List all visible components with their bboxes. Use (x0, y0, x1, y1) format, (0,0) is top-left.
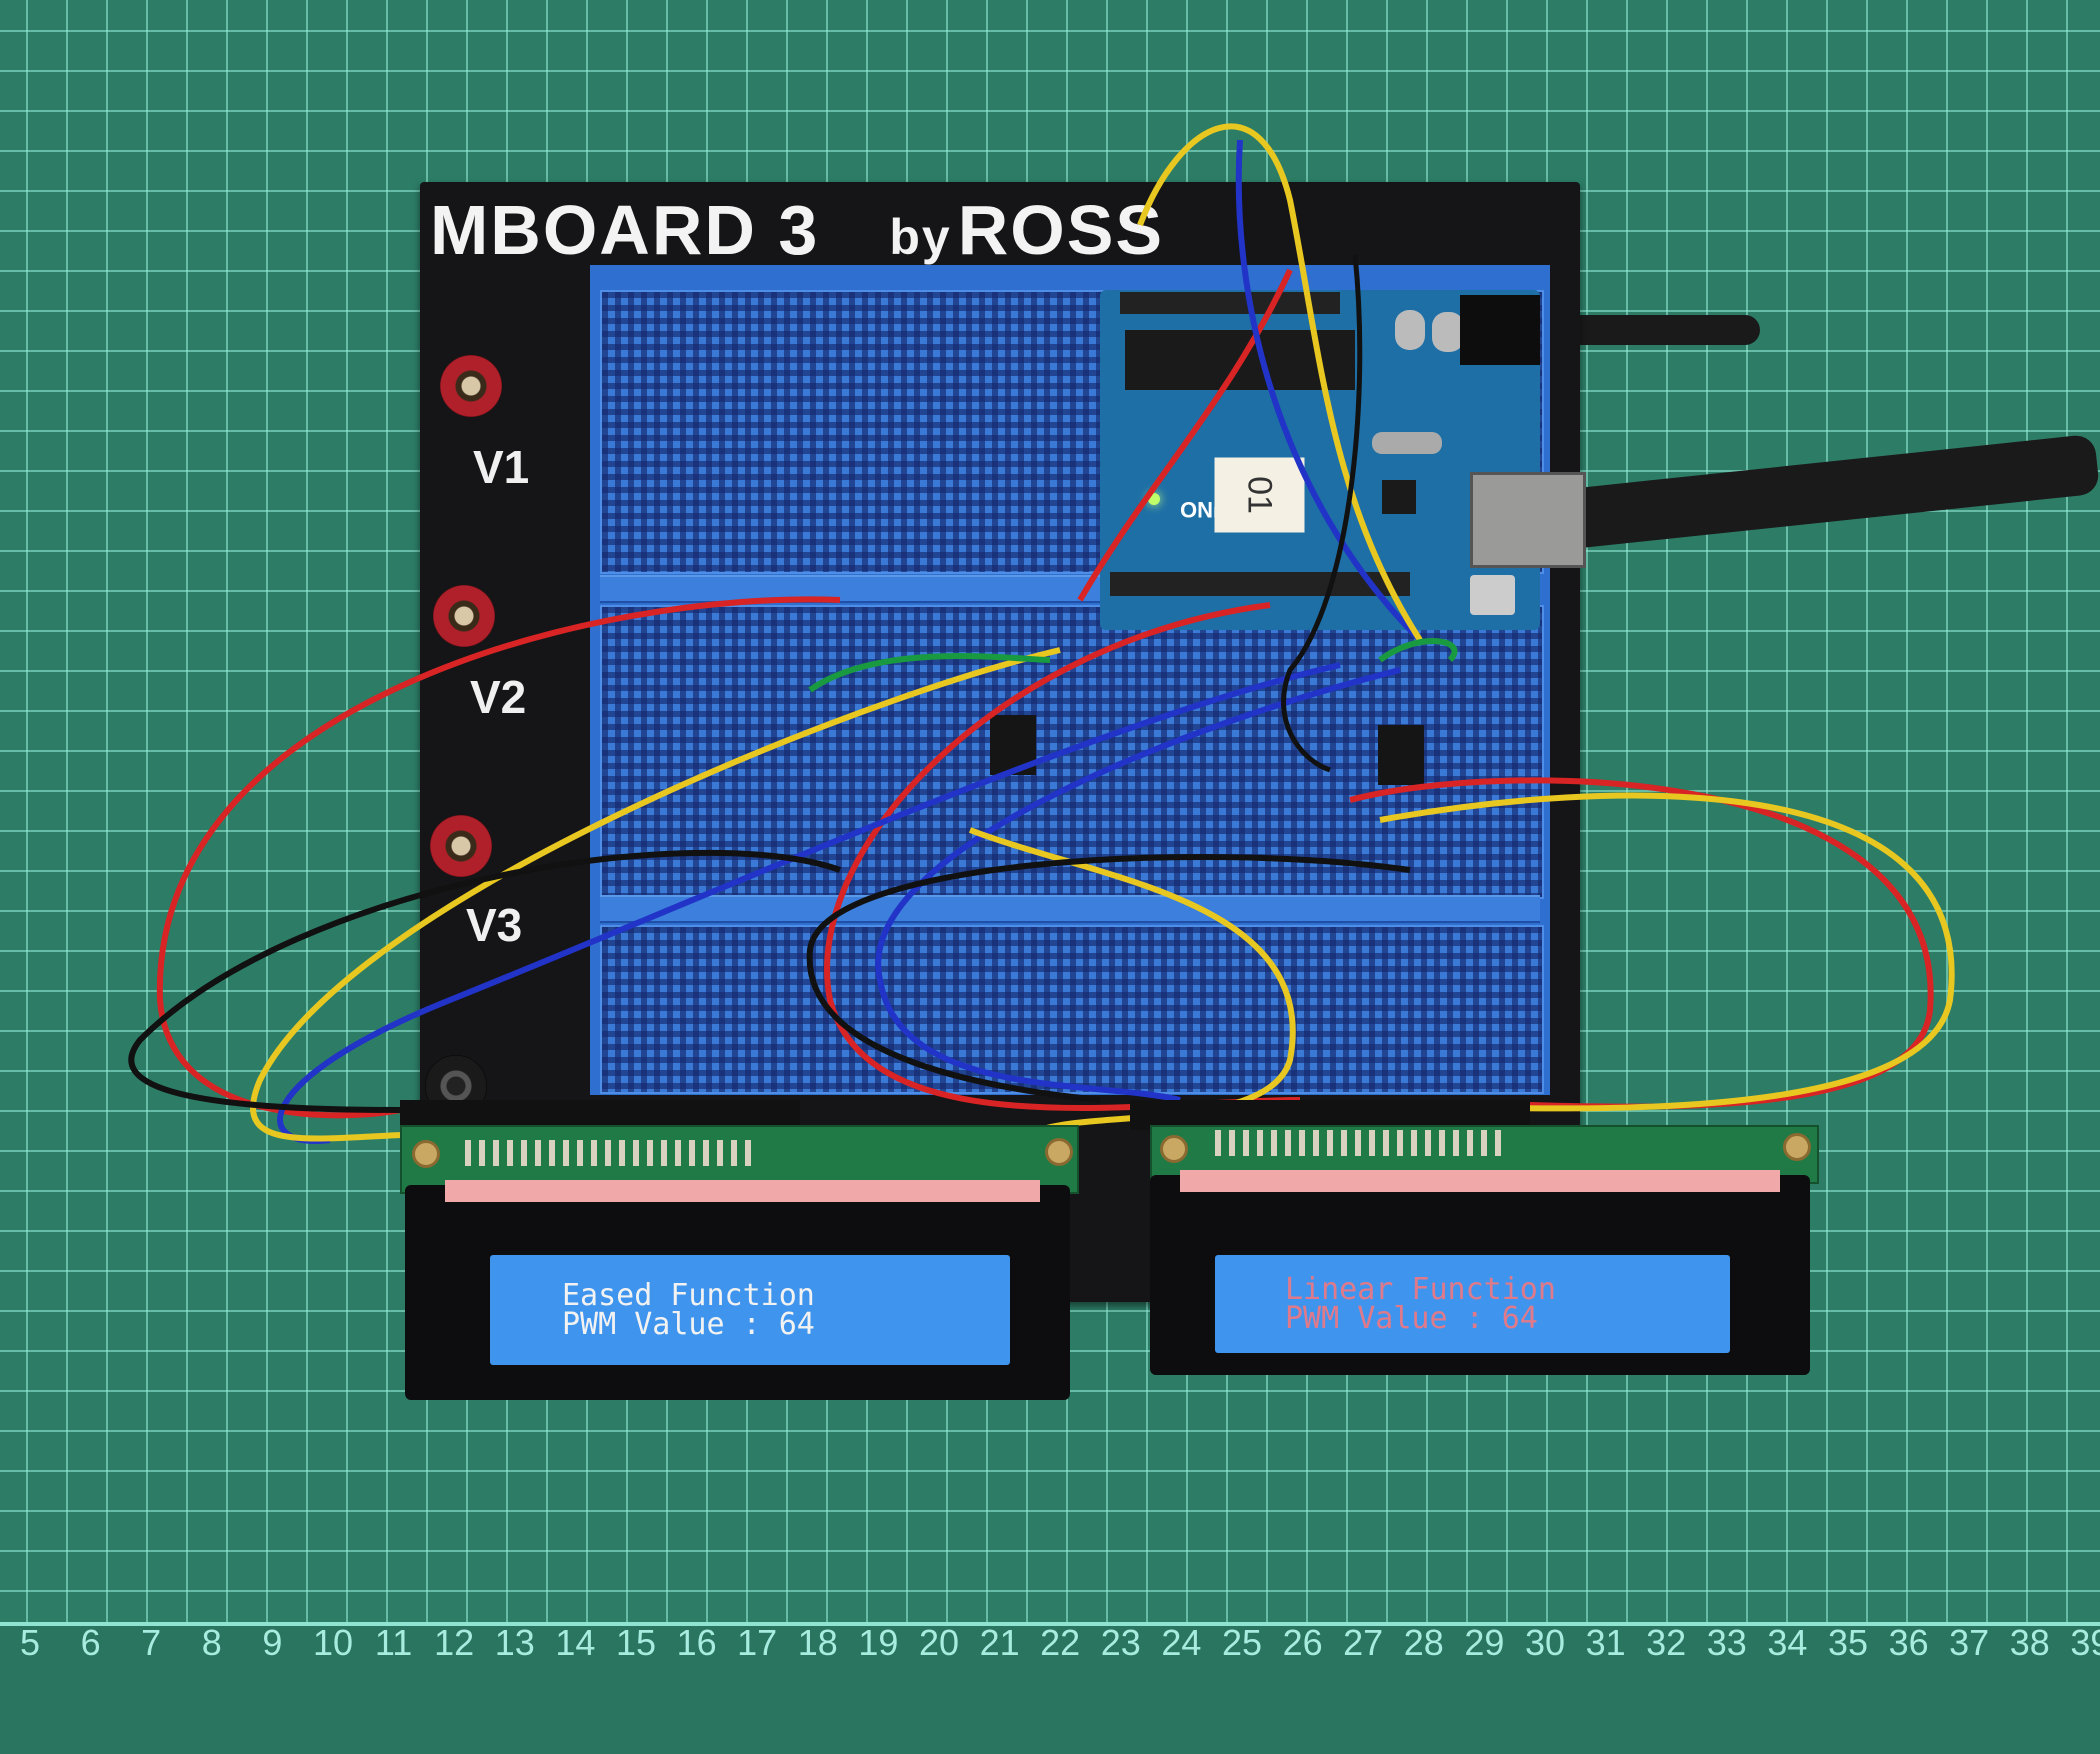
mount-hole (1045, 1138, 1073, 1166)
ruler-number: 12 (434, 1622, 475, 1663)
lcd-left-line-1: Eased Function (562, 1278, 815, 1313)
label-v2: V2 (470, 671, 527, 723)
mount-hole (1783, 1133, 1811, 1161)
ruler-number: 6 (80, 1622, 101, 1663)
wire-red (1077, 268, 1293, 602)
wire-blue (875, 667, 1401, 1103)
label-v1: V1 (473, 441, 530, 493)
board-title: MBOARD 3 byROSS (430, 190, 1164, 270)
reset-button[interactable] (1470, 575, 1515, 615)
mount-hole (412, 1140, 440, 1168)
ruler-number: 28 (1403, 1622, 1444, 1663)
capacitor (1432, 312, 1464, 352)
wire-blue (1235, 139, 1423, 643)
ruler-number: 5 (19, 1622, 41, 1663)
wire-black (1281, 254, 1363, 773)
ruler-number: 39 (2070, 1622, 2100, 1663)
lcd-backlight-strip (445, 1180, 1040, 1202)
ruler-number: 29 (1464, 1622, 1505, 1663)
board-title-text: MBOARD 3 (430, 191, 820, 269)
wire-red (824, 602, 1301, 1111)
terminal-v3[interactable] (430, 815, 492, 877)
wire-green (808, 653, 1051, 693)
ruler-number: 31 (1585, 1622, 1626, 1663)
wire-yellow (968, 827, 1296, 1133)
ruler-number: 24 (1161, 1622, 1202, 1663)
ruler-number: 7 (141, 1622, 162, 1663)
label-v3: V3 (466, 899, 523, 951)
power-cable (1560, 315, 1760, 345)
ruler-number: 37 (1949, 1622, 1990, 1663)
breadboard-section-3 (600, 925, 1544, 1094)
ruler-number: 8 (201, 1622, 222, 1663)
ruler-number: 34 (1767, 1622, 1808, 1663)
power-jack (1460, 295, 1540, 365)
wire-yellow (250, 647, 1061, 1142)
ic-chip (1378, 725, 1424, 785)
wire-black (806, 854, 1411, 1103)
ruler-number: 23 (1100, 1622, 1141, 1663)
ruler-number: 26 (1282, 1622, 1323, 1663)
lcd-left-line-2: PWM Value : 64 (562, 1307, 815, 1342)
terminal-v1[interactable] (440, 355, 502, 417)
lcd-pins-left (465, 1140, 755, 1166)
ruler-number: 32 (1646, 1622, 1687, 1663)
ruler-strip (0, 1622, 2100, 1754)
wire-green (1378, 638, 1458, 663)
lcd-screen-left: Eased Function PWM Value : 64 (490, 1255, 1010, 1365)
ruler-number: 19 (858, 1622, 899, 1663)
terminal-v2[interactable] (433, 585, 495, 647)
wire-blue (277, 662, 1341, 1144)
capacitor (1395, 310, 1425, 350)
lcd-screen-right: Linear Function PWM Value : 64 (1215, 1255, 1730, 1353)
ruler-number: 11 (374, 1622, 413, 1663)
arduino-header-bottom (1110, 572, 1410, 596)
ruler-number: 38 (2009, 1622, 2050, 1663)
ruler-number: 22 (1040, 1622, 1081, 1663)
ruler-number: 33 (1706, 1622, 1747, 1663)
ruler-number: 16 (676, 1622, 717, 1663)
usb-port (1470, 472, 1586, 568)
lcd-backlight-strip (1180, 1170, 1780, 1192)
wire-red (156, 596, 841, 1119)
ruler-number: 36 (1888, 1622, 1929, 1663)
lcd-right-line-1: Linear Function (1285, 1272, 1556, 1307)
ruler-number: 18 (797, 1622, 838, 1663)
ruler-number: 9 (262, 1622, 283, 1663)
ruler-number: 20 (918, 1622, 960, 1663)
board-brand: ROSS (957, 191, 1165, 269)
ruler-number: 17 (737, 1622, 778, 1663)
wire-yellow (1137, 123, 1423, 642)
ruler-number: 14 (555, 1622, 596, 1663)
breadboard-divider (600, 895, 1540, 923)
wire-yellow (1379, 792, 1955, 1112)
board-by: by (889, 209, 952, 265)
ruler-number: 35 (1827, 1622, 1869, 1663)
ruler-number: 21 (979, 1622, 1020, 1663)
usb-chip (1382, 480, 1416, 514)
wire-black (128, 849, 842, 1113)
mount-hole (1160, 1135, 1188, 1163)
arduino-header-top (1120, 292, 1340, 314)
ruler-number: 10 (312, 1622, 354, 1663)
ruler-number: 25 (1221, 1622, 1263, 1663)
ruler-number: 30 (1524, 1622, 1566, 1663)
crystal (1372, 432, 1442, 454)
ruler-number: 27 (1343, 1622, 1384, 1663)
ruler-number: 13 (494, 1622, 535, 1663)
lcd-pins-right (1215, 1130, 1505, 1156)
lcd-right-line-2: PWM Value : 64 (1285, 1301, 1538, 1336)
ruler-number: 15 (615, 1622, 657, 1663)
